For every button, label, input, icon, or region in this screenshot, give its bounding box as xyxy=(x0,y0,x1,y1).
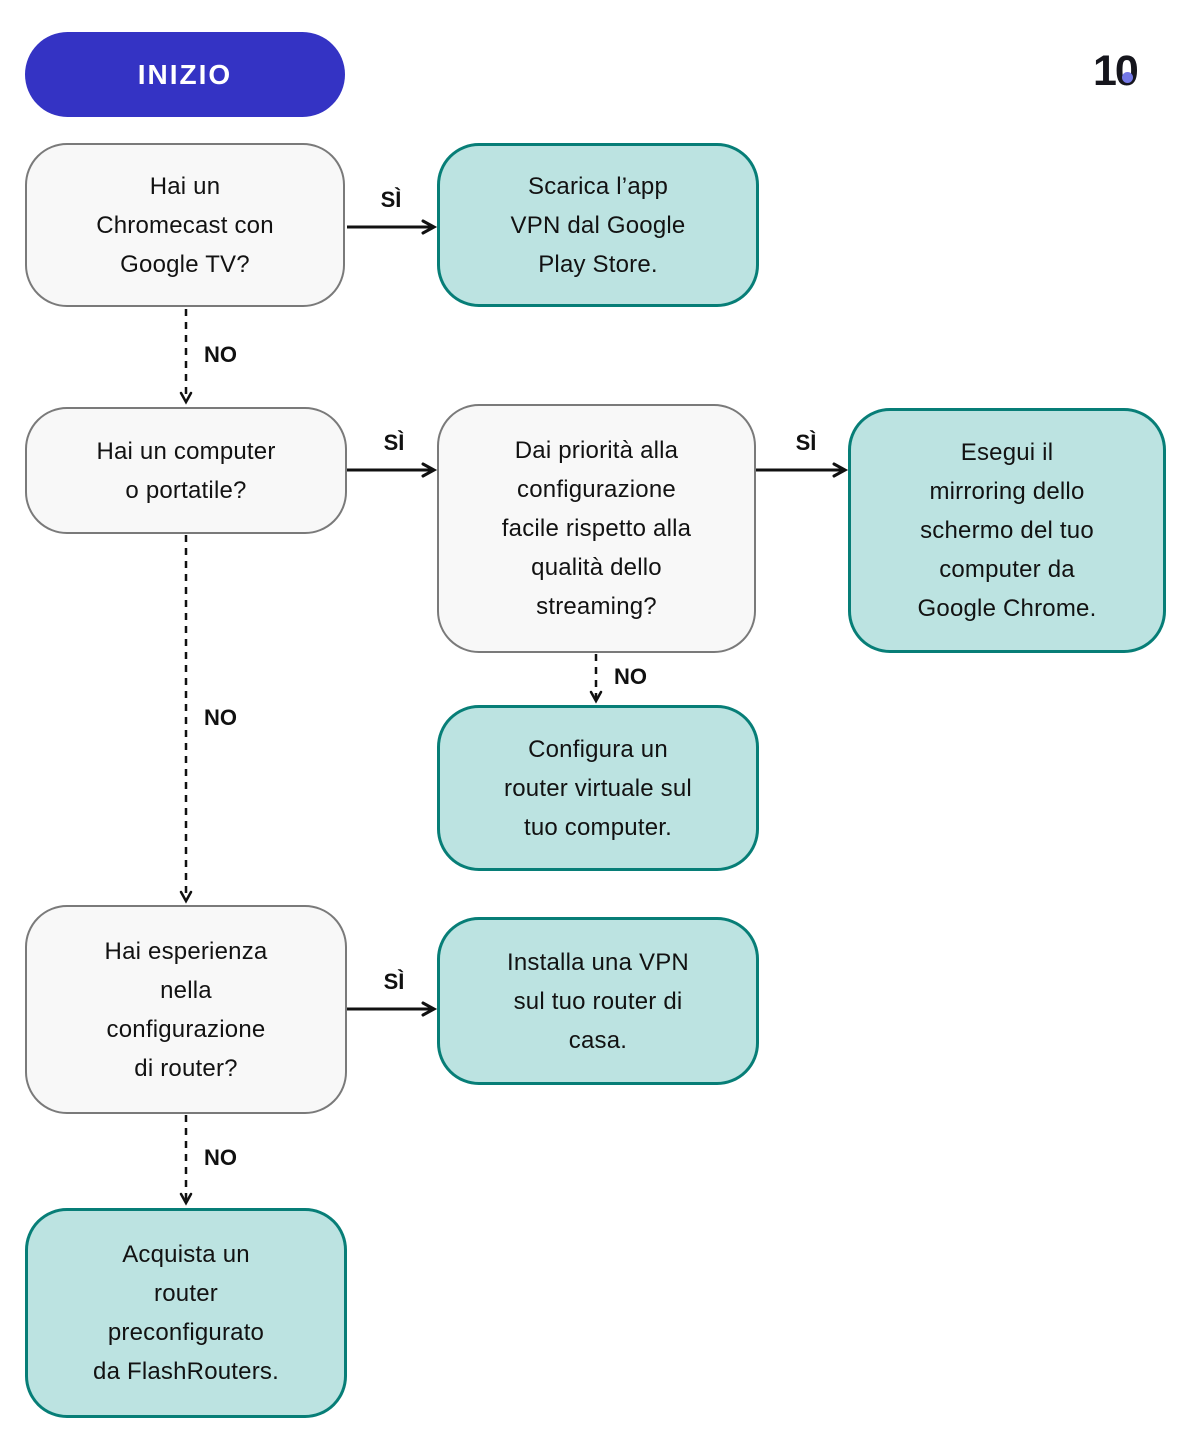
logo-text: 10 xyxy=(1093,47,1139,95)
edge-label-q3-no: NO xyxy=(614,664,647,689)
start-node: INIZIO xyxy=(25,32,345,117)
node-a4-text: Installa una VPN sul tuo router di casa. xyxy=(507,948,689,1054)
edge-label-q1-yes: SÌ xyxy=(380,187,402,212)
edge-label-q1-no: NO xyxy=(204,342,237,367)
edge-label-q4-no: NO xyxy=(204,1145,237,1170)
node-q1-text: Hai un Chromecast con Google TV? xyxy=(96,172,274,278)
node-q2-computer: Hai un computer o portatile? xyxy=(25,407,347,534)
edge-label-q4-yes: SÌ xyxy=(383,969,405,994)
node-a5-text: Acquista un router preconfigurato da Fla… xyxy=(93,1241,279,1385)
edge-label-q2-yes: SÌ xyxy=(383,430,405,455)
node-q3-text: Dai priorità alla configurazione facile … xyxy=(501,437,692,620)
node-q2-text: Hai un computer o portatile? xyxy=(96,437,276,504)
logo-dot-icon xyxy=(1121,72,1133,83)
node-a2-text: Esegui il mirroring dello schermo del tu… xyxy=(917,439,1097,622)
start-label: INIZIO xyxy=(137,59,233,90)
node-a5-flashrouters: Acquista un router preconfigurato da Fla… xyxy=(25,1208,347,1418)
node-a1-download-app: Scarica l’app VPN dal Google Play Store. xyxy=(437,143,759,307)
node-a3-virtual-router: Configura un router virtuale sul tuo com… xyxy=(437,705,759,871)
edge-label-q2-no: NO xyxy=(204,705,237,730)
node-a1-text: Scarica l’app VPN dal Google Play Store. xyxy=(510,172,686,278)
node-a4-install-vpn-router: Installa una VPN sul tuo router di casa. xyxy=(437,917,759,1085)
node-q1-chromecast: Hai un Chromecast con Google TV? xyxy=(25,143,345,307)
node-q3-priority: Dai priorità alla configurazione facile … xyxy=(437,404,756,653)
edge-label-q3-yes: SÌ xyxy=(795,430,817,455)
node-q4-router-experience: Hai esperienza nella configurazione di r… xyxy=(25,905,347,1114)
node-q4-text: Hai esperienza nella configurazione di r… xyxy=(104,937,268,1082)
node-a2-mirroring: Esegui il mirroring dello schermo del tu… xyxy=(848,408,1166,653)
node-a3-text: Configura un router virtuale sul tuo com… xyxy=(504,735,692,841)
brand-logo: 10 xyxy=(1093,47,1139,95)
